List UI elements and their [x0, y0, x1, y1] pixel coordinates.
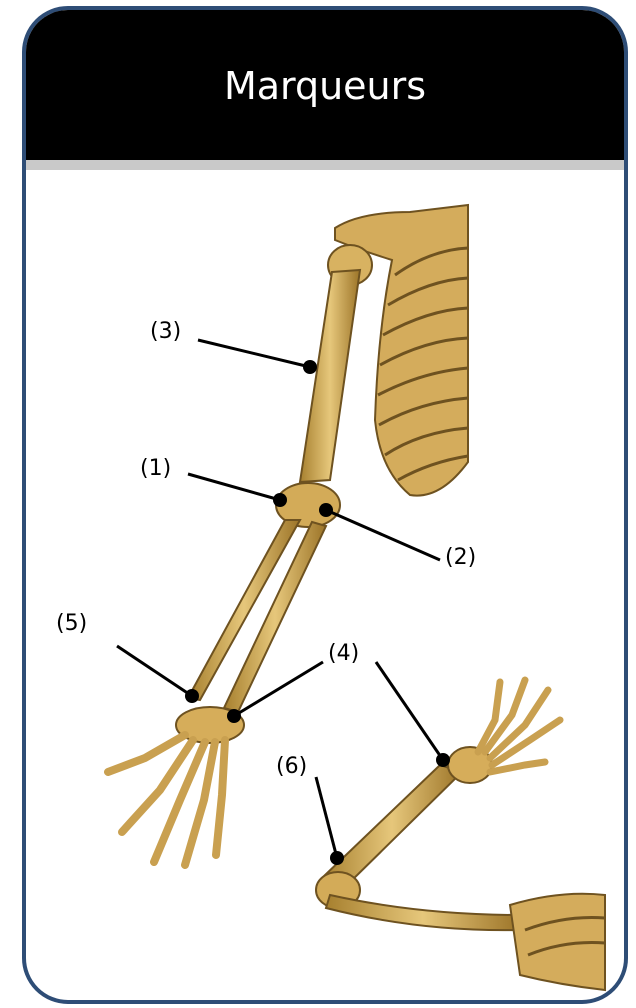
marker-dot-4a: [227, 709, 241, 723]
marker-label-3: (3): [150, 319, 181, 344]
marker-dot-5: [185, 689, 199, 703]
marker-label-1: (1): [140, 456, 171, 481]
leader-line-1: [188, 474, 280, 500]
marker-dot-6: [330, 851, 344, 865]
leader-line-3: [198, 340, 310, 367]
marker-label-4: (4): [328, 641, 359, 666]
marker-label-2: (2): [445, 545, 476, 570]
marker-label-5: (5): [56, 611, 87, 636]
marker-label-6: (6): [276, 754, 307, 779]
marker-dot-1: [273, 493, 287, 507]
leader-line-4b: [376, 662, 443, 760]
flexed-arm-illustration: [316, 680, 605, 990]
marker-dot-2: [319, 503, 333, 517]
hand-illustration-left: [108, 707, 244, 865]
forearm-bones: [188, 520, 326, 712]
marker-dot-4b: [436, 753, 450, 767]
leader-line-5: [117, 646, 192, 696]
leader-line-2: [326, 510, 440, 560]
upper-arm-bone: [276, 245, 372, 527]
marker-dot-3: [303, 360, 317, 374]
leader-line-6: [316, 777, 337, 858]
